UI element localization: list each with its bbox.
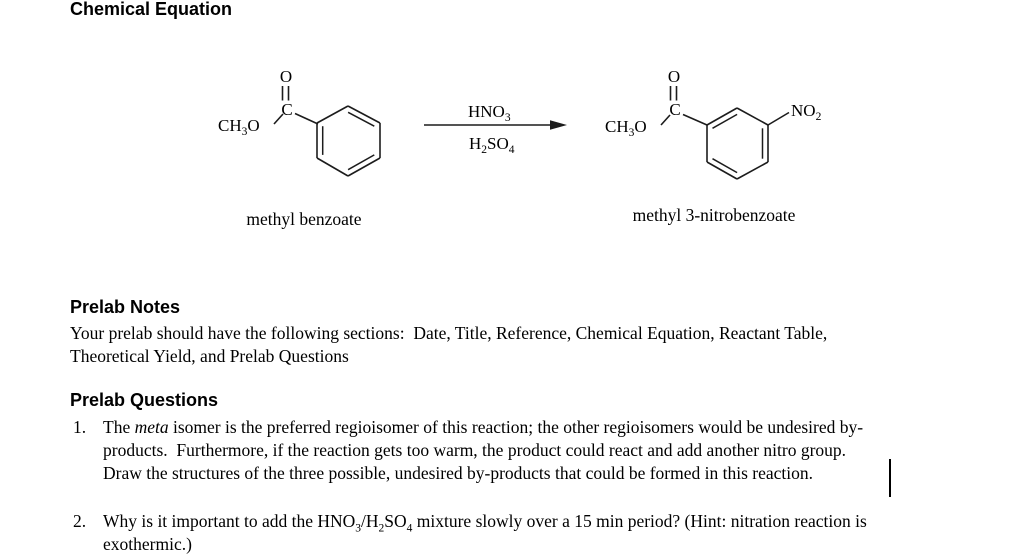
section-heading-prelab-questions: Prelab Questions bbox=[70, 390, 219, 410]
question-1-number: 1. bbox=[73, 417, 87, 437]
ring-bond bbox=[347, 157, 381, 177]
notes-paragraph-line: Your prelab should have the following se… bbox=[70, 323, 828, 343]
product-structure: O C CH3O NO2 methyl 3-nitrobenzoate bbox=[605, 67, 822, 225]
subscript: 3 bbox=[355, 522, 362, 535]
question-text: The bbox=[103, 417, 135, 437]
reactant-carbonyl-o-label: O bbox=[280, 67, 292, 86]
ring-bond bbox=[706, 107, 738, 126]
reaction-scheme: O C CH3O methyl benzoate HNO3 bbox=[218, 67, 822, 229]
product-carbonyl-o-label: O bbox=[668, 67, 680, 86]
nitro-group-label: NO2 bbox=[791, 101, 822, 123]
ring-double-bond bbox=[712, 158, 738, 174]
reagent-top-label: HNO3 bbox=[468, 102, 511, 124]
product-name-label: methyl 3-nitrobenzoate bbox=[633, 205, 796, 225]
question-text: isomer is the preferred regioisomer of t… bbox=[168, 417, 864, 437]
question-text: SO bbox=[384, 511, 407, 531]
subscript: 4 bbox=[406, 522, 413, 535]
ring-bond bbox=[706, 161, 738, 180]
arrow-head bbox=[550, 120, 567, 130]
section-heading-prelab-notes: Prelab Notes bbox=[70, 297, 181, 317]
notes-paragraph-line: Theoretical Yield, and Prelab Questions bbox=[70, 346, 349, 366]
bond bbox=[660, 114, 671, 126]
question-1-line: Draw the structures of the three possibl… bbox=[103, 463, 814, 483]
question-1-line: The meta isomer is the preferred regiois… bbox=[103, 417, 863, 438]
ring-bond bbox=[316, 157, 349, 177]
benzene-ring bbox=[706, 107, 769, 180]
ring-bond bbox=[736, 161, 769, 180]
reaction-arrow: HNO3 H2SO4 bbox=[424, 102, 567, 156]
reactant-structure: O C CH3O methyl benzoate bbox=[218, 67, 381, 229]
question-2-line: exothermic.) bbox=[103, 534, 192, 554]
ring-double-bond bbox=[712, 113, 738, 129]
question-2-number: 2. bbox=[73, 511, 87, 531]
question-text: /H bbox=[361, 511, 379, 531]
section-heading-chemical-equation: Chemical Equation bbox=[70, 0, 233, 19]
product-methoxy-label: CH3O bbox=[605, 117, 647, 139]
question-2-line: Why is it important to add the HNO3/H2SO… bbox=[103, 511, 867, 535]
ring-double-bond bbox=[347, 154, 375, 171]
question-text-italic: meta bbox=[134, 417, 169, 437]
benzene-ring bbox=[316, 105, 381, 177]
question-text: Why is it important to add the HNO bbox=[103, 511, 356, 531]
reactant-name-label: methyl benzoate bbox=[246, 209, 361, 229]
product-carbonyl-c-label: C bbox=[669, 100, 680, 119]
bond bbox=[294, 112, 319, 125]
bond bbox=[273, 113, 284, 125]
question-text: mixture slowly over a 15 min period? (Hi… bbox=[412, 511, 867, 531]
reactant-methoxy-label: CH3O bbox=[218, 116, 260, 138]
subscript: 2 bbox=[378, 522, 385, 535]
reagent-bottom-label: H2SO4 bbox=[469, 134, 515, 156]
text-cursor bbox=[889, 459, 891, 497]
reactant-carbonyl-c-label: C bbox=[281, 100, 292, 119]
ring-bond bbox=[347, 105, 381, 124]
question-1-line: products. Furthermore, if the reaction g… bbox=[103, 440, 847, 460]
ring-bond bbox=[736, 107, 769, 126]
bond bbox=[767, 111, 790, 126]
ring-bond bbox=[316, 105, 349, 124]
ring-double-bond bbox=[347, 111, 375, 127]
bond bbox=[682, 113, 708, 126]
